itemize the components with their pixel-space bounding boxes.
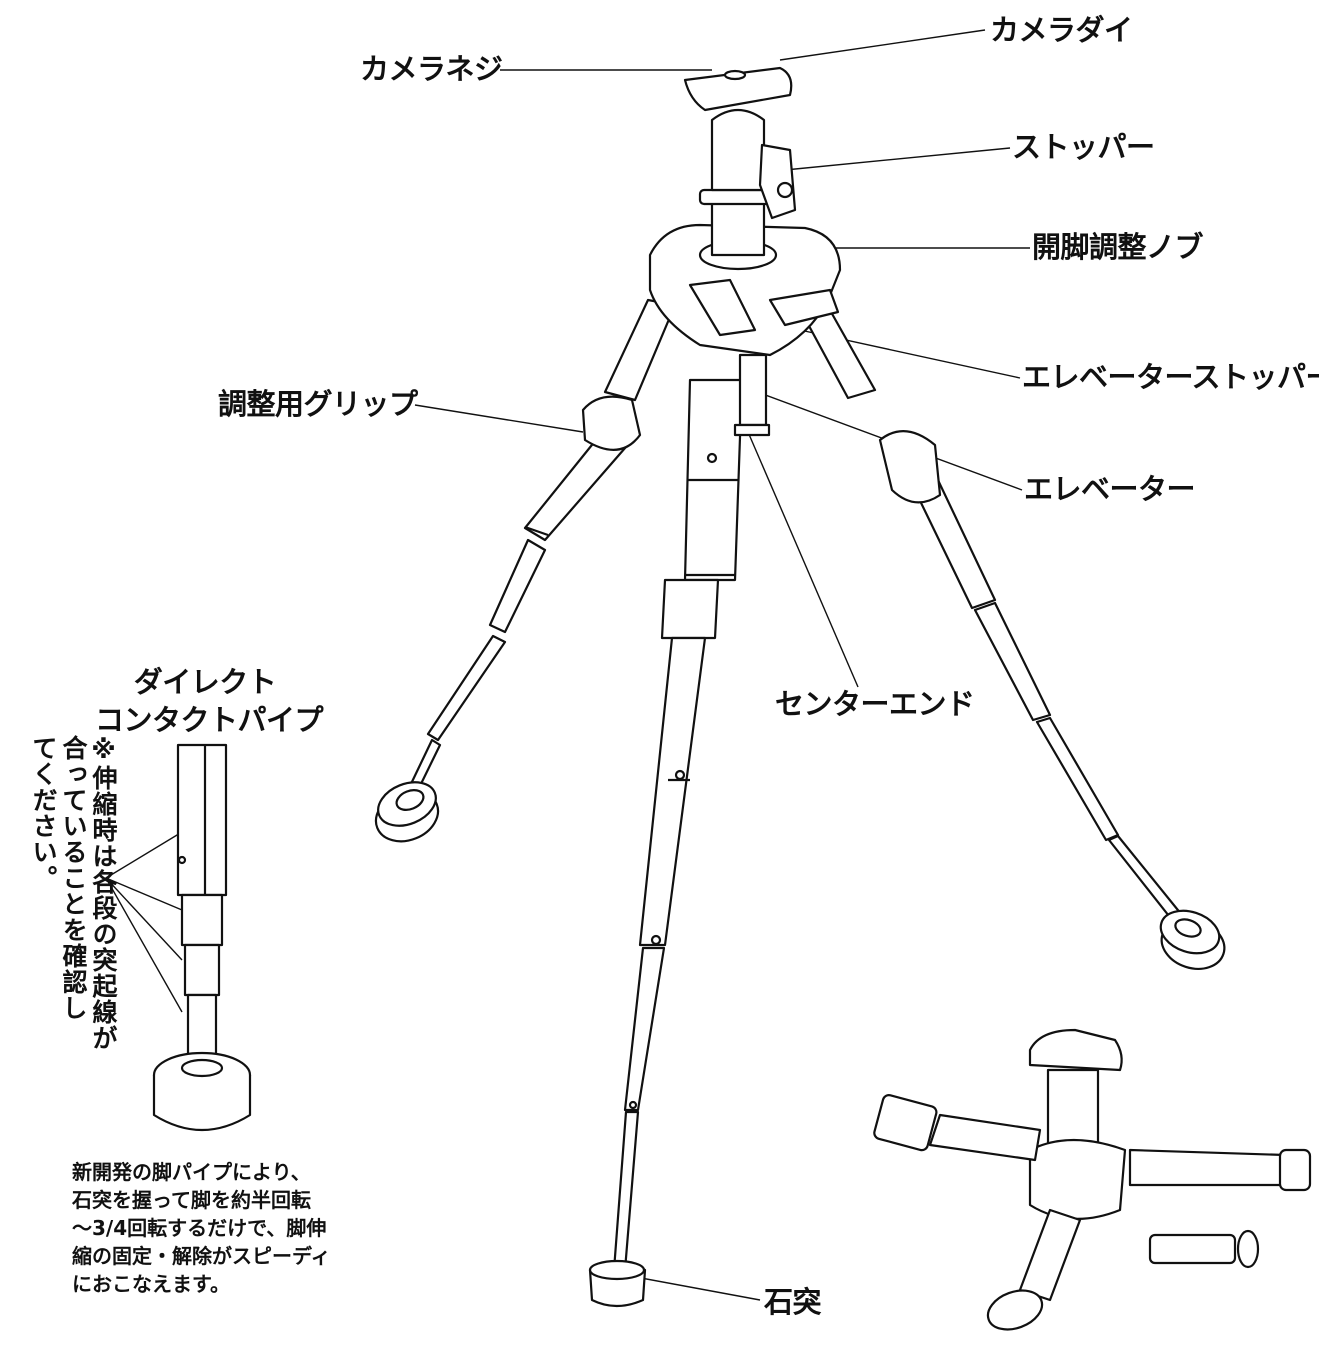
- desc-line5: におこなえます。: [72, 1272, 230, 1296]
- tripod-head: [648, 66, 842, 357]
- pipe-description: 新開発の脚パイプにより、 石突を握って脚を約半回転 ～3/4回転するだけで、脚伸…: [72, 1158, 372, 1298]
- label-camera-die: カメラダイ: [990, 13, 1133, 47]
- extension-note: ※伸縮時は各段の突起線が 合っていることを確認し てください。: [8, 735, 118, 1095]
- desc-line1: 新開発の脚パイプにより、: [72, 1160, 311, 1184]
- desc-line4: 縮の固定・解除がスピーディ: [72, 1244, 331, 1268]
- pipe-title-line2: コンタクトパイプ: [95, 703, 324, 737]
- note-line2: 合っていることを確認し: [59, 735, 88, 1021]
- label-center-end: センターエンド: [775, 687, 975, 721]
- label-camera-screw: カメラネジ: [360, 52, 503, 86]
- note-line3: てください。: [29, 735, 58, 891]
- label-leg-knob: 開脚調整ノブ: [1032, 230, 1204, 264]
- center-leg: [588, 378, 744, 1308]
- leader-lines: [105, 29, 1030, 1301]
- pipe-detail: [152, 743, 252, 1131]
- label-elevator-stopper: エレベーターストッパー: [1022, 360, 1319, 394]
- left-leg: [374, 298, 677, 843]
- desc-line3: ～3/4回転するだけで、脚伸: [72, 1216, 327, 1240]
- label-grip: 調整用グリップ: [218, 387, 418, 421]
- note-line1: ※伸縮時は各段の突起線が: [89, 735, 118, 1051]
- label-stopper: ストッパー: [1012, 130, 1155, 164]
- label-elevator: エレベーター: [1024, 472, 1196, 506]
- elevator: [733, 353, 771, 437]
- folded-tripod: [873, 1028, 1312, 1331]
- right-leg: [793, 294, 1226, 970]
- label-stone: 石突: [764, 1285, 822, 1319]
- desc-line2: 石突を握って脚を約半回転: [72, 1188, 311, 1212]
- pipe-title-line1: ダイレクト: [133, 665, 277, 699]
